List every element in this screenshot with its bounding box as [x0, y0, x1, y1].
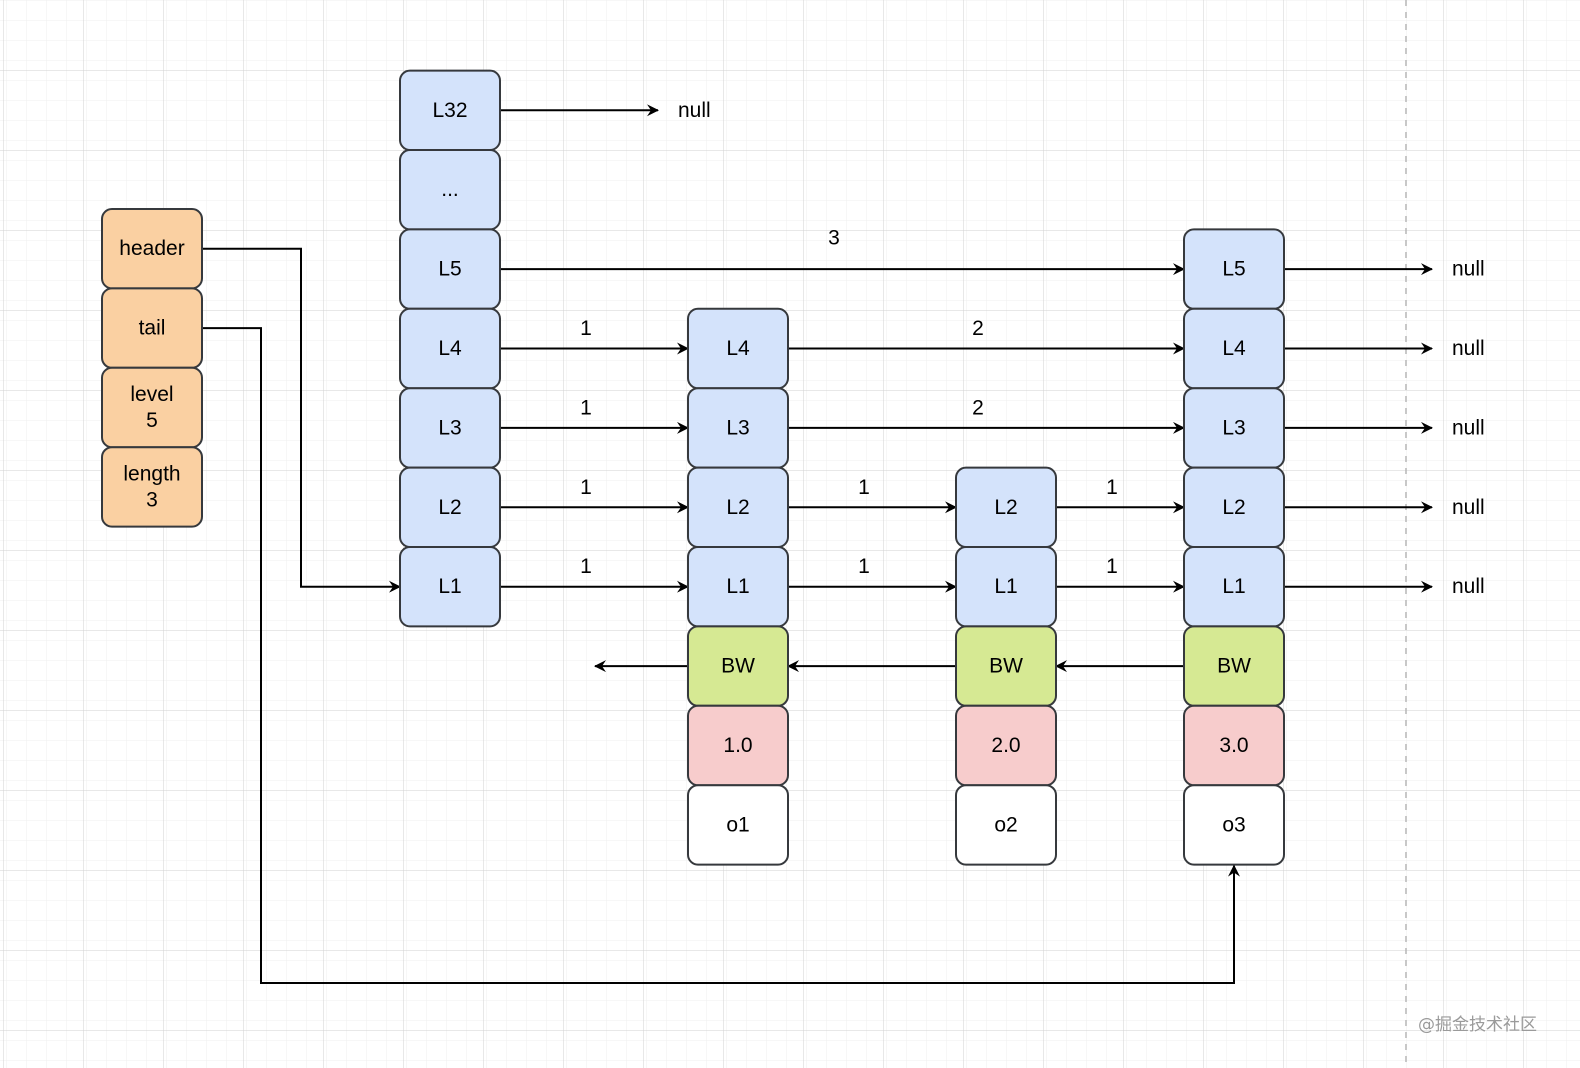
- list-field-length-shape: [101, 446, 203, 528]
- null-label: null: [1452, 337, 1485, 360]
- node2-score: 2.0: [955, 704, 1057, 787]
- node1-level-L2-label: L2: [726, 496, 749, 519]
- span-label: 1: [1106, 476, 1118, 499]
- span-label: 1: [580, 396, 592, 419]
- node1-level-L3-label: L3: [726, 416, 749, 439]
- node1-backward: BW: [687, 625, 789, 707]
- node0-level-L4: L4: [399, 307, 501, 390]
- tail-pointer: [202, 327, 1240, 984]
- node0-level-L32: L32: [399, 69, 501, 151]
- node2-object: o2: [955, 784, 1057, 866]
- node2-backward-label: BW: [989, 655, 1023, 678]
- node3-level-L1: L1: [1183, 546, 1285, 628]
- node0-level-L1-label: L1: [438, 575, 461, 598]
- span-label: 2: [972, 396, 984, 419]
- null-label: null: [1452, 496, 1485, 519]
- node2-score-label: 2.0: [991, 734, 1020, 757]
- list-field-level: level 5: [101, 366, 203, 449]
- node3-backward: BW: [1183, 625, 1285, 707]
- node0-level-L5: L5: [399, 228, 501, 310]
- node1-level-L3: L3: [687, 387, 789, 469]
- node0-level-L2-label: L2: [438, 496, 461, 519]
- span-label: 1: [580, 476, 592, 499]
- node3-level-L3-label: L3: [1222, 416, 1245, 439]
- list-field-length-label: 3: [146, 488, 158, 511]
- node1-level-L2: L2: [687, 466, 789, 549]
- null-label: null: [1452, 575, 1485, 598]
- node2-object-label: o2: [994, 813, 1017, 836]
- node3-level-L2-label: L2: [1222, 496, 1245, 519]
- span-label: 1: [1106, 555, 1118, 578]
- span-label: 1: [580, 555, 592, 578]
- span-label: 1: [858, 476, 870, 499]
- null-label: null: [678, 99, 711, 122]
- node2-level-L2-label: L2: [994, 496, 1017, 519]
- node0-level-L2: L2: [399, 466, 501, 549]
- node0-level-L3: L3: [399, 387, 501, 469]
- list-field-length: length 3: [101, 446, 203, 528]
- list-field-header: header: [101, 208, 203, 290]
- node1-object-shape: [687, 784, 789, 866]
- node1-object: o1: [687, 784, 789, 866]
- node3-score-label: 3.0: [1219, 734, 1248, 757]
- node3-level-L5: L5: [1183, 228, 1285, 310]
- node1-level-L1-label: L1: [726, 575, 749, 598]
- node1-level-L4: L4: [687, 307, 789, 390]
- node3-object: o3: [1183, 784, 1285, 866]
- node3-level-L1-label: L1: [1222, 575, 1245, 598]
- node2-level-L2: L2: [955, 466, 1057, 549]
- node3-level-L2: L2: [1183, 466, 1285, 549]
- node0-level-L1: L1: [399, 546, 501, 628]
- node1-backward-label: BW: [721, 655, 755, 678]
- list-field-header-label: header: [119, 237, 184, 260]
- list-field-level-shape: [101, 366, 203, 449]
- list-field-length-label: length: [123, 462, 180, 485]
- list-field-tail: tail: [101, 287, 203, 369]
- node3-level-L4: L4: [1183, 307, 1285, 390]
- node0-level-L32-label: L32: [432, 99, 467, 122]
- node3-object-label: o3: [1222, 813, 1245, 836]
- list-field-level-label: level: [130, 383, 173, 406]
- null-label: null: [1452, 416, 1485, 439]
- node1-level-L1: L1: [687, 546, 789, 628]
- list-field-level-label: 5: [146, 409, 158, 432]
- node2-backward: BW: [955, 625, 1057, 707]
- node1-score: 1.0: [687, 704, 789, 787]
- node3-level-L4-label: L4: [1222, 337, 1246, 360]
- span-label: 1: [858, 555, 870, 578]
- node3-level-L3: L3: [1183, 387, 1285, 469]
- header-pointer: [202, 247, 401, 593]
- node2-level-L1: L1: [955, 546, 1057, 628]
- list-field-tail-label: tail: [139, 317, 166, 340]
- node3-object-shape: [1183, 784, 1285, 866]
- node0-level-L1-shape: [399, 546, 501, 628]
- node1-score-label: 1.0: [723, 734, 752, 757]
- node0-level-ellipsis: ...: [399, 149, 501, 231]
- node0-level-ellipsis-label: ...: [441, 178, 459, 201]
- node0-level-L5-label: L5: [438, 258, 461, 281]
- node3-score: 3.0: [1183, 704, 1285, 787]
- node0-level-L4-label: L4: [438, 337, 462, 360]
- null-label: null: [1452, 258, 1485, 281]
- span-label: 2: [972, 317, 984, 340]
- span-label: 1: [580, 317, 592, 340]
- node2-object-shape: [955, 784, 1057, 866]
- span-label: 3: [828, 227, 840, 250]
- watermark: @掘金技术社区: [1418, 1015, 1537, 1035]
- node3-backward-label: BW: [1217, 655, 1251, 678]
- node0-level-L3-label: L3: [438, 416, 461, 439]
- node1-object-label: o1: [726, 813, 749, 836]
- node1-level-L4-label: L4: [726, 337, 750, 360]
- node2-level-L1-label: L1: [994, 575, 1017, 598]
- node3-level-L5-label: L5: [1222, 258, 1245, 281]
